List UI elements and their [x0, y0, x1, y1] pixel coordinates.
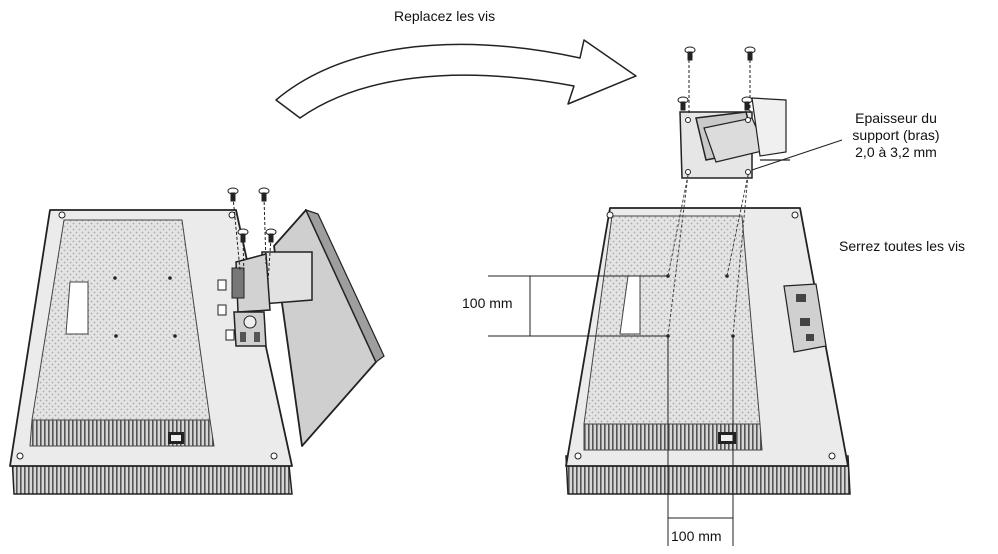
vesa-horizontal-dimension: 100 mm: [671, 528, 722, 544]
right-screws: [677, 46, 756, 114]
left-monitor: [9, 209, 293, 495]
alignment-lines: [667, 174, 749, 337]
tighten-screws-label: Serrez toutes les vis: [839, 238, 966, 254]
replace-screws-label: Replacez les vis: [394, 8, 496, 24]
curved-arrow: [275, 39, 637, 119]
left-screws: [227, 187, 277, 283]
right-bracket: [679, 97, 790, 179]
arm-thickness-line-2: support (bras): [852, 127, 940, 143]
vesa-vertical-dimension: 100 mm: [462, 295, 513, 311]
dimension-lines: [488, 139, 843, 546]
arm-thickness-line-1: Epaisseur du: [855, 110, 937, 126]
screw-icon: [677, 46, 756, 111]
arm-thickness-line-3: 2,0 à 3,2 mm: [855, 144, 937, 160]
arm-thickness-label: Epaisseur du support (bras) 2,0 à 3,2 mm: [836, 110, 956, 161]
left-stand: [231, 208, 385, 447]
right-monitor: [565, 207, 851, 495]
screw-icon: [227, 187, 277, 243]
